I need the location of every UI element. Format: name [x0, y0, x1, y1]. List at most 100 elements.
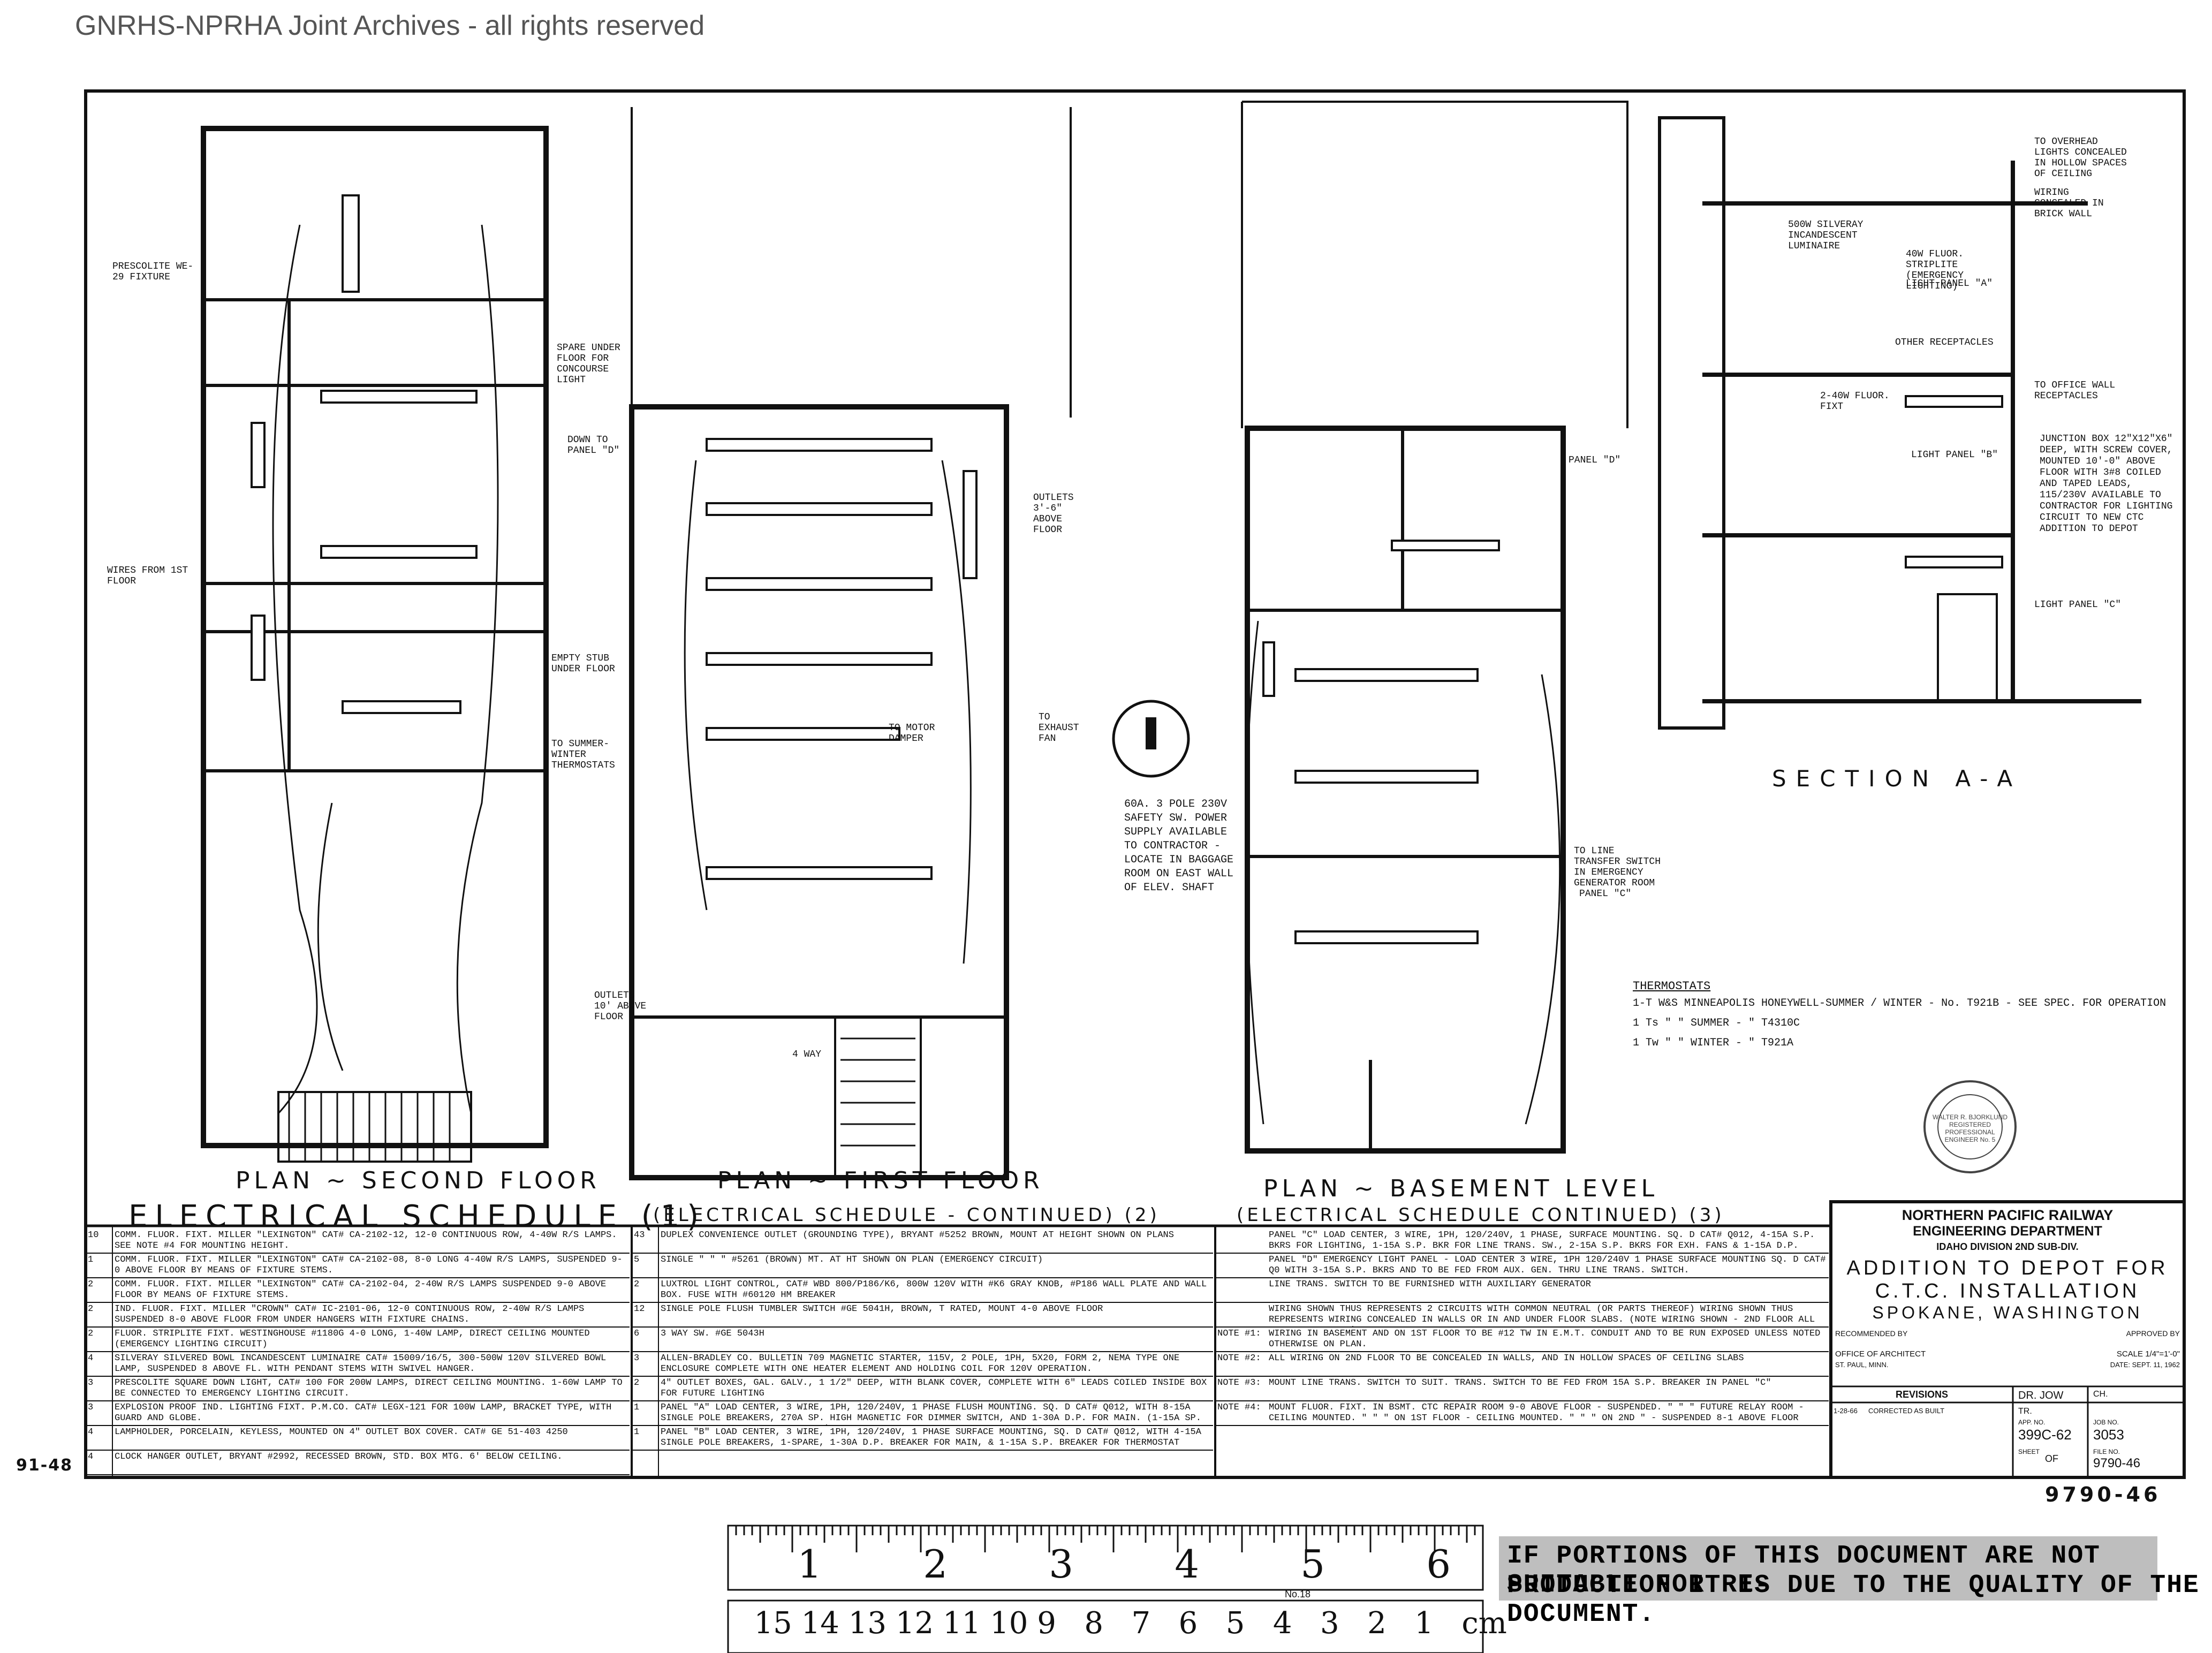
ruler-number: 11: [942, 1606, 981, 1641]
app-no-label: APP. NO.: [2018, 1419, 2046, 1426]
schedule-row: NOTE #4:MOUNT FLUOR. FIXT. IN BSMT. CTC …: [1216, 1401, 1829, 1426]
note-to-line-transfer: TO LINE TRANSFER SWITCH IN EMERGENCY GEN…: [1574, 846, 1661, 889]
schedule-row-text: SINGLE POLE FLUSH TUMBLER SWITCH #GE 504…: [661, 1304, 1103, 1314]
ruler-label: No.18: [1285, 1589, 1311, 1599]
schedule-row-text: MOUNT FLUOR. FIXT. IN BSMT. CTC REPAIR R…: [1269, 1402, 1804, 1423]
drawn-by: DR. JOW: [2018, 1390, 2064, 1401]
schedule-row-text: SINGLE " " " #5261 (BROWN) MT. AT HT SHO…: [661, 1255, 1043, 1265]
ruler-number: 4: [1175, 1542, 1200, 1587]
schedule-row-text: COMM. FLUOR. FIXT. MILLER "LEXINGTON" CA…: [115, 1230, 617, 1251]
schedule-row: 12 SINGLE POLE FLUSH TUMBLER SWITCH #GE 5…: [633, 1303, 1213, 1328]
schedule-row: PANEL "D" EMERGENCY LIGHT PANEL - LOAD C…: [1216, 1254, 1829, 1278]
schedule-row: 2 IND. FLUOR. FIXT. MILLER "CROWN" CAT# I…: [87, 1303, 630, 1328]
date: DATE: SEPT. 11, 1962: [2110, 1361, 2180, 1369]
revision-text: CORRECTED AS BUILT: [1868, 1407, 1945, 1415]
thermostats-title: THERMOSTATS: [1633, 980, 1711, 993]
schedule-row: LINE TRANS. SWITCH TO BE FURNISHED WITH …: [1216, 1278, 1829, 1303]
ruler-number: 7: [1131, 1606, 1151, 1641]
note-wiring-concealed: WIRING CONCEALED IN BRICK WALL: [2034, 187, 2104, 219]
schedule-row-text: PANEL "C" LOAD CENTER, 3 WIRE, 1PH, 120/…: [1269, 1230, 1815, 1253]
app-no: 399C-62: [2018, 1427, 2072, 1443]
schedule-row-text: LINE TRANS. SWITCH TO BE FURNISHED WITH …: [1269, 1279, 1591, 1290]
ruler-number: 13: [848, 1606, 887, 1641]
note-other-recept: OTHER RECEPTACLES: [1895, 337, 1994, 348]
division-name: IDAHO DIVISION 2ND SUB-DIV.: [1936, 1241, 2079, 1252]
ruler-number: 12: [895, 1606, 934, 1641]
note-motor-damper: TO MOTOR DAMPER: [889, 723, 935, 744]
engineer-stamp: [1923, 1080, 2017, 1173]
project-line-3: SPOKANE, WASHINGTON: [1872, 1303, 2143, 1322]
schedule-row-text: WIRING SHOWN THUS REPRESENTS 2 CIRCUITS …: [1269, 1304, 1815, 1326]
schedule-row-number: NOTE #3:: [1217, 1378, 1261, 1388]
schedule-row-number: 1: [634, 1427, 640, 1437]
title-block: NORTHERN PACIFIC RAILWAY ENGINEERING DEP…: [1831, 1207, 2184, 1369]
ruler-number: 3: [1049, 1542, 1074, 1587]
project-line-1: ADDITION TO DEPOT FOR: [1846, 1257, 2169, 1279]
ruler-graphic: [727, 1525, 1484, 1653]
schedule-row-text: IND. FLUOR. FIXT. MILLER "CROWN" CAT# IC…: [115, 1304, 585, 1325]
note-two-40w-upper: 2-40W FLUOR. FIXT: [1820, 391, 1890, 412]
recommend-row: RECOMMENDED BY APPROVED BY: [1835, 1329, 2180, 1338]
schedule-row-text: COMM. FLUOR. FIXT. MILLER "LEXINGTON" CA…: [115, 1279, 607, 1300]
schedule-row-text: 3 WAY SW. #GE 5043H: [661, 1329, 764, 1339]
ruler-number: 2: [1367, 1606, 1387, 1641]
note-down-panel-d: DOWN TO PANEL "D": [567, 435, 620, 456]
plan-title-first: PLAN ~ FIRST FLOOR: [717, 1167, 1044, 1194]
note-light-panel-b: LIGHT PANEL "B": [1911, 450, 1998, 460]
schedule-row-number: 3: [88, 1378, 94, 1388]
note-prescolite: PRESCOLITE WE-29 FIXTURE: [112, 261, 194, 283]
title-block-frame: [1829, 1200, 2186, 1479]
schedule-row-number: 3: [88, 1402, 94, 1413]
watermark: GNRHS-NPRHA Joint Archives - all rights …: [75, 10, 705, 41]
schedule-row-number: 10: [88, 1230, 99, 1240]
schedule-row-number: 12: [634, 1304, 645, 1314]
scale-value: 1/4"=1'-0": [2145, 1349, 2180, 1359]
schedule-row: NOTE #2:ALL WIRING ON 2ND FLOOR TO BE CO…: [1216, 1352, 1829, 1377]
schedule-row-number: NOTE #2:: [1217, 1353, 1261, 1363]
approved-label: APPROVED BY: [2126, 1329, 2180, 1338]
schedule-row-number: 3: [634, 1353, 640, 1363]
schedule-title-1: ELECTRICAL SCHEDULE (1): [128, 1199, 707, 1234]
schedule-row-text: DUPLEX CONVENIENCE OUTLET (GROUNDING TYP…: [661, 1230, 1174, 1240]
schedule-row: WIRING SHOWN THUS REPRESENTS 2 CIRCUITS …: [1216, 1303, 1829, 1328]
schedule-row-number: 2: [88, 1304, 94, 1314]
schedule-row-number: 2: [634, 1378, 640, 1388]
margin-mark: 91-48: [16, 1456, 73, 1475]
note-light-panel-c: LIGHT PANEL "C": [2034, 600, 2122, 610]
first-floor-plan: [629, 107, 1072, 1180]
note-four-way: 4 WAY: [792, 1049, 822, 1060]
warning-line-1: IF PORTIONS OF THIS DOCUMENT ARE NOT SUI…: [1507, 1542, 2101, 1599]
ruler-number: 10: [990, 1606, 1028, 1641]
ruler-number: 2: [923, 1542, 948, 1587]
note-spare: SPARE UNDER FLOOR FOR CONCOURSE LIGHT: [557, 343, 620, 385]
warning-line-2: PRODUCTION IT IS DUE TO THE QUALITY OF T…: [1507, 1571, 2200, 1629]
note-luminaire: 500W SILVERAY INCANDESCENT LUMINAIRE: [1788, 219, 1863, 252]
schedule-row-text: PANEL "D" EMERGENCY LIGHT PANEL - LOAD C…: [1269, 1255, 1826, 1276]
section-aa: [1658, 116, 2141, 730]
schedule-row-number: 5: [634, 1255, 640, 1265]
note-panel-c: PANEL "C": [1579, 889, 1632, 899]
schedule-row-number: 2: [88, 1279, 94, 1290]
note-to-exhaust: TO EXHAUST FAN: [1039, 712, 1079, 744]
note-outlets-36: OUTLETS 3'-6" ABOVE FLOOR: [1033, 492, 1074, 535]
schedule-row: NOTE #3:MOUNT LINE TRANS. SWITCH TO SUIT…: [1216, 1377, 1829, 1401]
safety-switch-detail: [1112, 700, 1190, 778]
railway-name: NORTHERN PACIFIC RAILWAY: [1902, 1207, 2113, 1223]
schedule-row-number: 6: [634, 1329, 640, 1339]
scale-label: SCALE: [2116, 1349, 2143, 1359]
schedule-row-number: 43: [634, 1230, 645, 1240]
schedule-row-text: PANEL "B" LOAD CENTER, 3 WIRE, 1PH, 120/…: [661, 1427, 1201, 1450]
ruler-number: 8: [1084, 1606, 1103, 1641]
schedule-row: PANEL "C" LOAD CENTER, 3 WIRE, 1PH, 120/…: [1216, 1229, 1829, 1254]
note-sixty-amp-switch: 60A. 3 POLE 230V SAFETY SW. POWER SUPPLY…: [1124, 798, 1234, 894]
schedule-title-3: (ELECTRICAL SCHEDULE CONTINUED) (3): [1237, 1204, 1725, 1226]
